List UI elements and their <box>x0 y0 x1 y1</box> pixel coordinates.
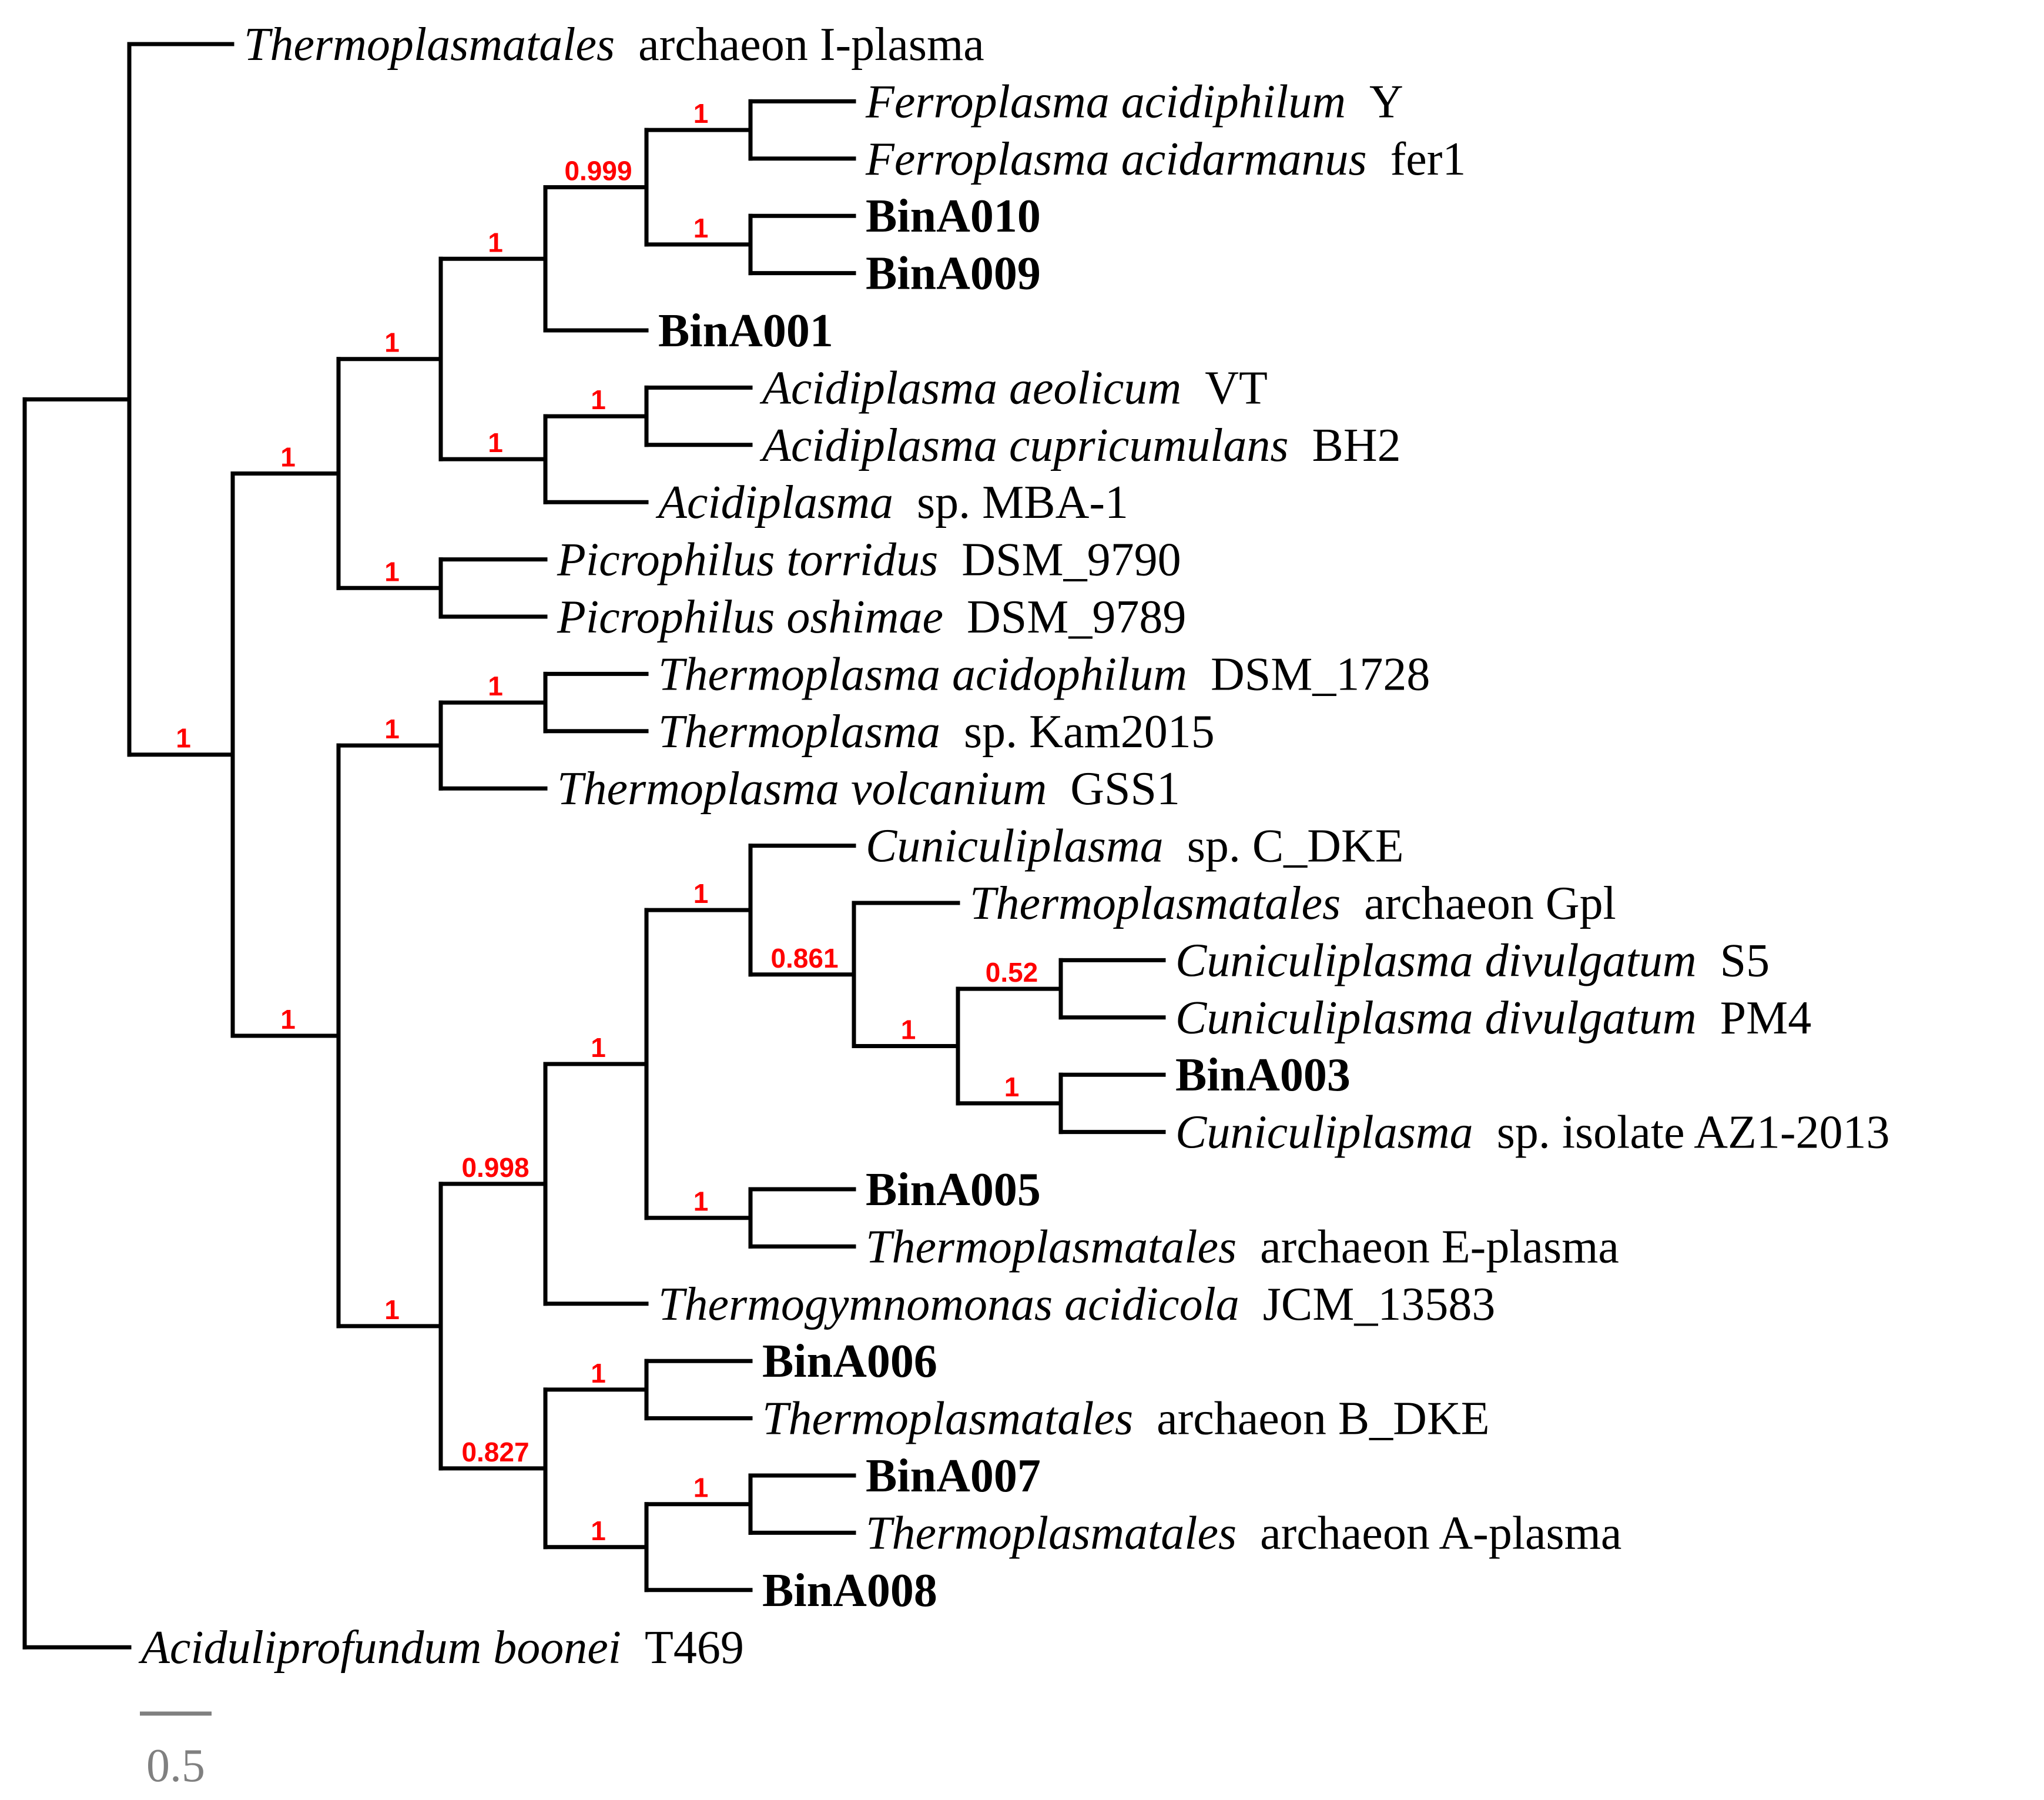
support-value: 1 <box>488 227 503 257</box>
support-value: 0.52 <box>986 957 1038 988</box>
support-value: 1 <box>384 1294 400 1325</box>
leaf-label: Picrophilus torridus DSM_9790 <box>557 534 1181 586</box>
leaf-label: Acidiplasma sp. MBA-1 <box>655 477 1128 528</box>
support-value: 1 <box>591 1515 606 1546</box>
support-value: 1 <box>384 556 400 587</box>
support-value: 0.998 <box>461 1152 529 1183</box>
leaf-label: BinA007 <box>866 1450 1041 1502</box>
support-value: 1 <box>280 1004 296 1035</box>
support-value: 1 <box>488 671 503 701</box>
leaf-label: Thermoplasmatales archaeon E-plasma <box>866 1221 1619 1273</box>
leaf-label: Thermoplasma sp. Kam2015 <box>658 706 1215 758</box>
leaf-label: Acidiplasma cupricumulans BH2 <box>759 420 1401 471</box>
leaf-label: Thermoplasmatales archaeon I-plasma <box>244 19 984 71</box>
support-value: 0.861 <box>770 943 838 973</box>
leaf-label: BinA010 <box>866 190 1041 242</box>
support-value: 1 <box>176 723 191 754</box>
scale-bar: 0.5 <box>140 1711 212 1792</box>
support-value: 1 <box>693 1473 709 1503</box>
support-value: 1 <box>488 427 503 458</box>
leaf-label: BinA003 <box>1175 1049 1351 1101</box>
scale-bar-label: 0.5 <box>146 1740 205 1792</box>
leaf-label: Acidiplasma aeolicum VT <box>759 362 1268 414</box>
leaf-label: Cuniculiplasma sp. C_DKE <box>866 821 1404 872</box>
leaf-label: Cuniculiplasma divulgatum PM4 <box>1175 992 1811 1044</box>
leaf-label: Thermoplasma volcanium GSS1 <box>557 763 1180 815</box>
leaf-label: Thermoplasma acidophilum DSM_1728 <box>658 648 1430 700</box>
support-value: 1 <box>591 1032 606 1063</box>
support-value: 1 <box>384 714 400 744</box>
leaf-label: Picrophilus oshimae DSM_9789 <box>557 591 1186 643</box>
support-value: 1 <box>1004 1072 1020 1102</box>
leaf-label: Thermoplasmatales archaeon A-plasma <box>866 1507 1621 1559</box>
leaf-label: BinA001 <box>658 305 833 357</box>
support-values: 1 1 1 1 0.999 1 1 1 1 1 1 1 1 1 0.998 1 1 0.861 1 0.52 1 1 0.8… <box>176 98 1038 1546</box>
support-value: 1 <box>693 213 709 243</box>
leaf-label: Aciduliprofundum boonei T469 <box>138 1622 744 1674</box>
support-value: 1 <box>693 878 709 909</box>
leaf-label: Thermogymnomonas acidicola JCM_13583 <box>658 1279 1495 1330</box>
support-value: 1 <box>693 98 709 129</box>
leaf-label: BinA009 <box>866 248 1041 300</box>
support-value: 1 <box>591 1358 606 1389</box>
leaf-label: BinA006 <box>762 1336 937 1387</box>
support-value: 1 <box>591 384 606 415</box>
support-value: 0.999 <box>564 156 632 186</box>
support-value: 1 <box>901 1015 916 1045</box>
leaf-label: Thermoplasmatales archaeon B_DKE <box>762 1393 1490 1445</box>
leaf-label: BinA008 <box>762 1565 937 1617</box>
leaf-label: Cuniculiplasma sp. isolate AZ1-2013 <box>1175 1107 1890 1159</box>
support-value: 0.827 <box>461 1437 529 1467</box>
tree-branches <box>22 42 1166 1650</box>
leaf-label: BinA005 <box>866 1164 1041 1216</box>
support-value: 1 <box>384 327 400 358</box>
leaf-label: Ferroplasma acidarmanus fer1 <box>865 133 1466 185</box>
leaf-label: Cuniculiplasma divulgatum S5 <box>1175 935 1770 986</box>
support-value: 1 <box>280 442 296 473</box>
support-value: 1 <box>693 1186 709 1217</box>
leaf-label: Thermoplasmatales archaeon Gpl <box>970 878 1616 929</box>
leaf-labels: Thermoplasmatales archaeon I-plasmaFerro… <box>138 19 1890 1674</box>
leaf-label: Ferroplasma acidiphilum Y <box>865 76 1403 128</box>
